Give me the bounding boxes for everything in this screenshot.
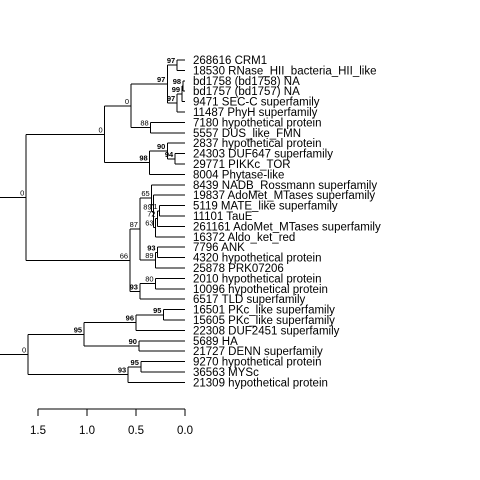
leaf-label: 9270 hypothetical protein	[193, 357, 322, 369]
support-n_g: 0	[125, 97, 129, 106]
leaf-label: 4320 hypothetical protein	[193, 253, 322, 265]
axis-tick-label: 0.5	[128, 425, 144, 437]
support-n_l: 71	[149, 202, 157, 211]
scale-axis: 1.5 1.0 0.5 0.0	[30, 408, 193, 437]
support-n_u: 93	[130, 282, 138, 291]
axis-tick-label: 0.0	[177, 425, 193, 437]
leaf-label: bd1758 (bd1758) NA	[193, 76, 300, 88]
leaf-label: 24303 DUF647 superfamily	[193, 149, 333, 161]
support-n_m: 72	[147, 210, 155, 219]
leaf-label: 268616 CRM1	[193, 55, 267, 67]
support-n_q: 93	[147, 243, 155, 252]
leaf-label: 7180 hypothetical protein	[193, 117, 322, 129]
leaf-label: 261161 AdoMet_MTases superfamily	[193, 221, 381, 233]
support-n_i: 90	[157, 142, 165, 151]
leaf-label: 5689 HA	[193, 336, 238, 348]
leaf-label: 10096 hypothetical protein	[193, 284, 328, 296]
support-n_j: 98	[139, 154, 147, 163]
tree-branches	[0, 59, 185, 383]
support-n_r: 89	[145, 251, 153, 260]
support-n_s: 87	[130, 220, 138, 229]
support-n_aa: 95	[74, 325, 82, 334]
leaf-label: 8004 Phytase-like	[193, 169, 284, 181]
leaf-label: 6517 TLD superfamily	[193, 294, 306, 306]
support-values: 9798999797880949098071726389659389878093…	[20, 56, 181, 375]
leaf-label: 18530 RNase_HII_bacteria_HII_like	[193, 65, 376, 77]
support-n_p: 65	[141, 189, 149, 198]
support-n_z: 90	[129, 337, 137, 346]
leaf-label: 11101 TauE	[193, 211, 253, 223]
support-n_ad: 0	[22, 345, 26, 354]
leaf-label: 5557 DUS_like_FMN	[193, 128, 301, 140]
leaf-label: 9471 SEC-C superfamily	[193, 97, 320, 109]
leaf-label: 36563 MYSc	[193, 367, 259, 379]
leaf-label: 7796 ANK	[193, 242, 245, 254]
leaf-label: 19837 AdoMet_MTases superfamily	[193, 190, 375, 202]
support-n_c: 99	[172, 85, 180, 94]
support-n_y: 96	[126, 314, 134, 323]
leaf-label: 8439 NADB_Rossmann superfamily	[193, 180, 377, 192]
axis-tick-label: 1.5	[30, 425, 46, 437]
support-n_v: 66	[120, 251, 128, 260]
support-n_d: 97	[167, 94, 175, 103]
leaf-label: 22308 DUF2451 superfamily	[193, 325, 340, 337]
support-n_b: 98	[173, 77, 181, 86]
support-n_o: 89	[143, 202, 151, 211]
support-n_t: 80	[145, 275, 153, 284]
support-n_ab: 95	[131, 358, 139, 367]
leaf-label: 16501 PKc_like superfamily	[193, 305, 335, 317]
leaf-label: 25878 PRK07206	[193, 263, 284, 275]
axis-tick-label: 1.0	[79, 425, 95, 437]
leaf-label: 2837 hypothetical protein	[193, 138, 322, 150]
support-n_ac: 93	[118, 366, 126, 375]
support-n_e: 97	[157, 75, 165, 84]
support-n_a: 97	[167, 56, 175, 65]
leaf-label: 21727 DENN superfamily	[193, 346, 323, 358]
leaf-label: 2010 hypothetical protein	[193, 273, 322, 285]
support-n_h: 94	[165, 150, 174, 159]
leaf-label: 11487 PhyH superfamily	[193, 107, 318, 119]
support-n_w: 0	[20, 188, 24, 197]
support-n_n: 63	[145, 219, 153, 228]
leaf-label: 29771 PIKKc_TOR	[193, 159, 291, 171]
leaf-label: 16372 Aldo_ket_red	[193, 232, 295, 244]
leaf-label: bd1757 (bd1757) NA	[193, 86, 300, 98]
leaf-label: 21309 hypothetical protein	[193, 377, 328, 389]
support-n_f: 88	[140, 119, 148, 128]
support-n_k: 0	[98, 125, 102, 134]
leaf-label: 5119 MATE_like superfamily	[193, 201, 338, 213]
support-n_x: 95	[153, 306, 161, 315]
leaf-label: 15605 PKc_like superfamily	[193, 315, 335, 327]
